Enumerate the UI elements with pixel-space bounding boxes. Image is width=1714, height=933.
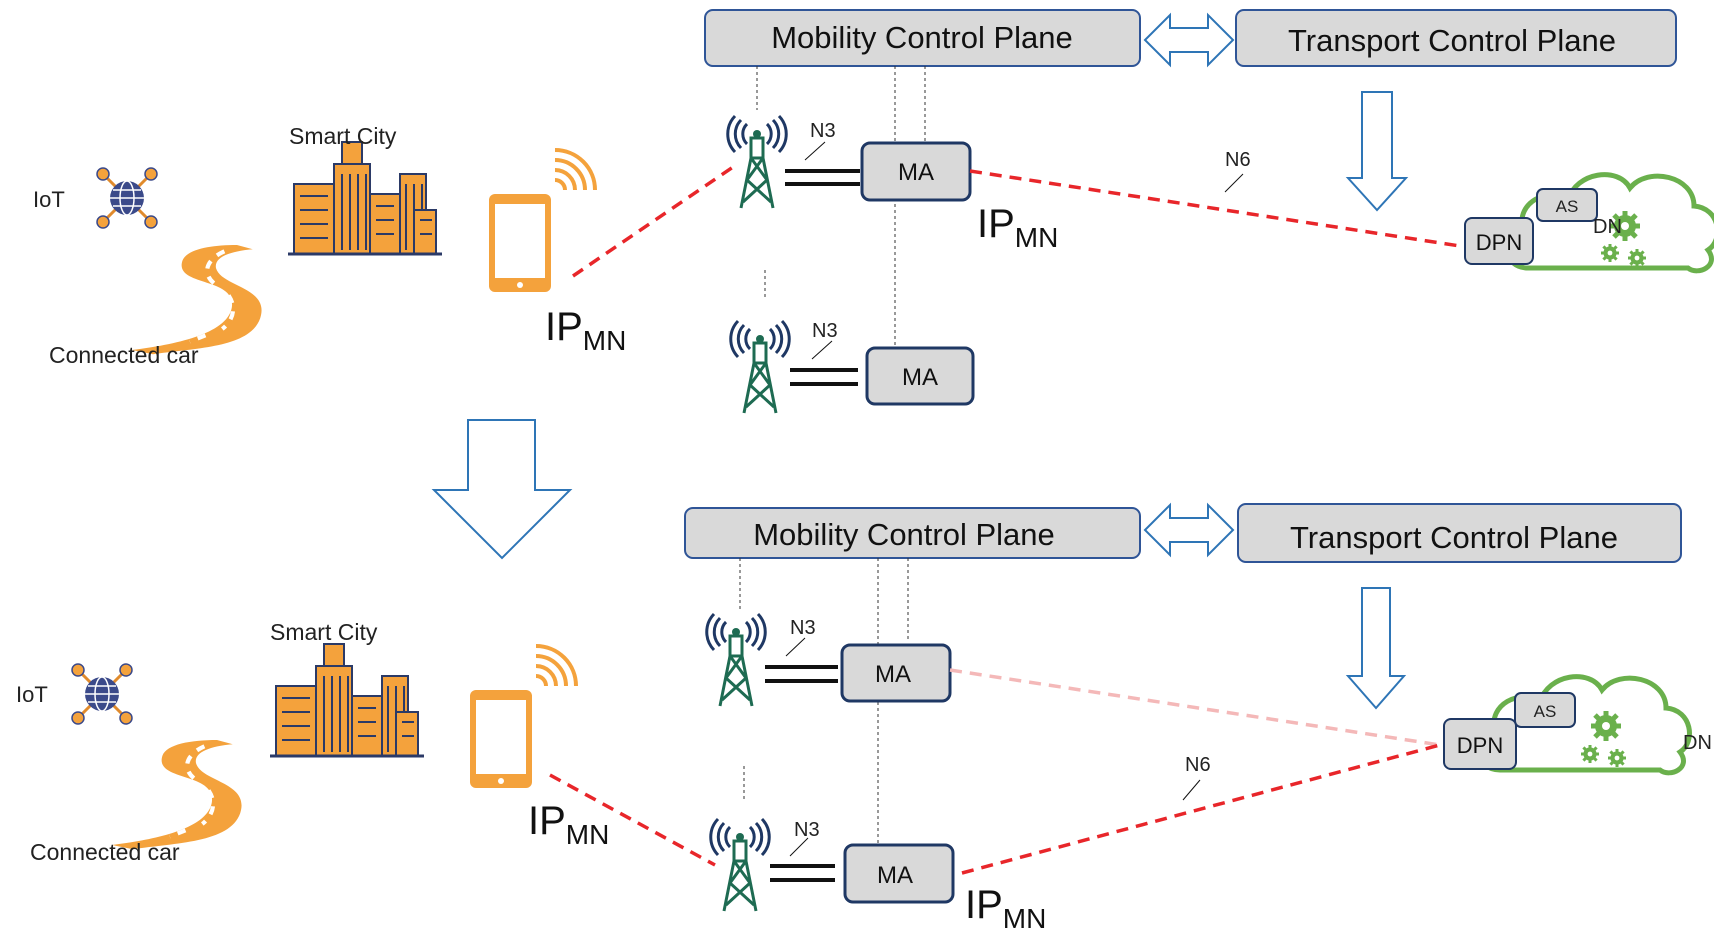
bottom-scenario: Mobility Control Plane Transport Control… (16, 502, 1712, 933)
top-gear-small-1-icon (1599, 242, 1621, 264)
bottom-dpn-label: DPN (1457, 733, 1503, 758)
bottom-n6-label: N6 (1185, 754, 1211, 776)
top-plane-double-arrow (1143, 12, 1235, 68)
top-as-label: AS (1556, 197, 1579, 216)
bottom-as-box (1514, 692, 1576, 728)
top-n3-link-1 (785, 169, 860, 186)
top-dpn-label: DPN (1476, 230, 1522, 255)
top-dn-label: DN (1593, 216, 1622, 238)
bottom-n6-link (961, 743, 1441, 875)
bottom-gear-large-icon (1591, 711, 1621, 741)
bottom-cell-tower-1-icon (705, 612, 767, 708)
bottom-transport-control-plane (1237, 503, 1682, 563)
top-ma-1-label: MA (898, 159, 934, 186)
bottom-gear-small-1-icon (1579, 743, 1601, 765)
top-as-box (1536, 188, 1598, 222)
bottom-transport-control-plane-label: Transport Control Plane (1290, 520, 1618, 555)
top-mobility-control-plane-label: Mobility Control Plane (771, 20, 1073, 55)
bottom-iot-label: IoT (16, 682, 48, 707)
bottom-iot-hub-icon (70, 662, 134, 726)
top-iot-hub-icon (95, 166, 159, 230)
top-gear-small-2-icon (1626, 247, 1648, 269)
bottom-smart-city-label: Smart City (270, 619, 378, 645)
top-scenario: Mobility Control Plane Transport Control… (33, 9, 1714, 415)
transition-down-arrow (431, 419, 573, 560)
top-n3-label-2: N3 (812, 320, 838, 342)
bottom-dpn-box (1443, 718, 1517, 770)
bottom-ip-mn-ma: IPMN (965, 883, 1046, 933)
bottom-connected-car-label: Connected car (30, 839, 180, 865)
top-n6-label: N6 (1225, 149, 1251, 171)
top-cell-tower-1-icon (726, 114, 788, 210)
bottom-control-links (739, 558, 909, 843)
top-ma-2 (865, 346, 975, 406)
bottom-radio-link (549, 773, 716, 867)
top-iot-label: IoT (33, 187, 65, 212)
bottom-connected-car-road-icon (112, 740, 242, 849)
bottom-n3-link-1 (765, 665, 838, 683)
top-dpn-box (1464, 217, 1534, 265)
top-ip-mn-device: IPMN (545, 305, 626, 356)
bottom-mobility-control-plane (684, 507, 1141, 559)
top-n3-label-1: N3 (810, 120, 836, 142)
top-transport-control-plane-label: Transport Control Plane (1288, 23, 1616, 58)
top-cell-tower-2-icon (729, 319, 791, 415)
top-down-arrow (1345, 91, 1409, 212)
top-mobility-control-plane (704, 9, 1141, 67)
bottom-ma-1-label: MA (875, 661, 911, 688)
top-n6-link (969, 169, 1461, 248)
top-ma-2-label: MA (902, 364, 938, 391)
bottom-cell-tower-2-icon (709, 817, 771, 913)
bottom-phone-icon (468, 644, 578, 790)
bottom-as-label: AS (1534, 702, 1557, 721)
bottom-down-arrow (1345, 587, 1407, 710)
bottom-ma-2-label: MA (877, 862, 913, 889)
bottom-mobility-control-plane-label: Mobility Control Plane (753, 517, 1055, 552)
bottom-ip-mn-device: IPMN (528, 799, 609, 850)
bottom-dn-label: DN (1683, 732, 1712, 754)
bottom-smart-city-icon (268, 642, 426, 758)
bottom-gear-small-2-icon (1606, 747, 1628, 769)
bottom-ma-1 (840, 643, 952, 703)
bottom-n3-label-1: N3 (790, 617, 816, 639)
top-n3-link-2 (790, 368, 858, 386)
top-smart-city-label: Smart City (289, 123, 397, 149)
bottom-old-n6-link (949, 668, 1441, 747)
top-control-links (756, 66, 926, 350)
top-radio-link (572, 163, 737, 278)
top-transport-control-plane (1235, 9, 1677, 67)
bottom-n3-link-2 (770, 864, 835, 882)
top-connected-car-label: Connected car (49, 342, 199, 368)
top-connected-car-road-icon (132, 245, 262, 354)
bottom-n3-label-2: N3 (794, 819, 820, 841)
top-ip-mn-ma: IPMN (977, 202, 1058, 253)
bottom-ma-2 (843, 843, 955, 904)
bottom-plane-double-arrow (1143, 502, 1235, 558)
top-smart-city-icon (286, 140, 444, 256)
